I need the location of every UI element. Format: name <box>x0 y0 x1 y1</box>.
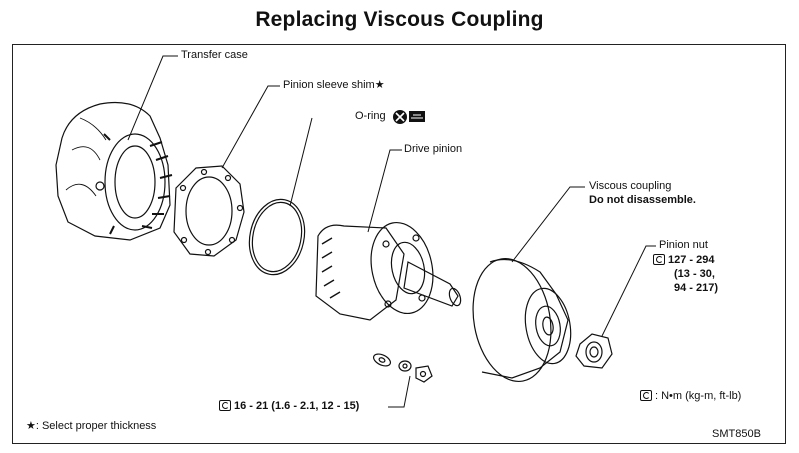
pinion-torque-value: 127 - 294 <box>668 254 715 266</box>
torque-wrench-icon <box>219 400 231 411</box>
bolt-torque-spec: 16 - 21 (1.6 - 2.1, 12 - 15) <box>219 400 359 413</box>
leader-lines <box>127 55 656 408</box>
torque-wrench-icon <box>653 254 665 265</box>
transfer-case <box>55 101 173 241</box>
pinion-torque-line-2: (13 - 30, <box>674 268 715 280</box>
diagram-frame <box>12 44 786 444</box>
o-ring <box>248 198 306 276</box>
viscous-coupling <box>472 257 572 383</box>
label-transfer-case: Transfer case <box>181 49 248 61</box>
label-pinion-sleeve-shim: Pinion sleeve shim★ <box>283 79 385 91</box>
torque-wrench-icon <box>640 390 652 401</box>
pinion-sleeve-shim <box>173 165 245 257</box>
figure-code: SMT850B <box>712 428 761 440</box>
drive-pinion <box>315 221 462 321</box>
bolt-washers <box>372 353 433 383</box>
pinion-torque-line-3: 94 - 217) <box>674 282 719 294</box>
pinion-nut <box>575 333 613 369</box>
label-viscous-note: Do not disassemble. <box>589 194 696 206</box>
bolt-torque-value: 16 - 21 (1.6 - 2.1, 12 - 15) <box>234 400 360 412</box>
label-drive-pinion: Drive pinion <box>404 143 463 155</box>
label-pinion-nut: Pinion nut <box>659 239 708 251</box>
pinion-torque-line-1: 127 - 294 <box>653 254 714 267</box>
torque-legend-text: : N•m (kg-m, ft-lb) <box>655 390 742 402</box>
diagram-title: Replacing Viscous Coupling <box>255 8 544 31</box>
grease-icon <box>409 111 425 122</box>
label-viscous-coupling: Viscous coupling <box>589 180 672 192</box>
x-in-circle-icon <box>393 110 407 124</box>
label-o-ring: O-ring <box>355 110 386 122</box>
select-thickness-note: ★: Select proper thickness <box>26 420 157 432</box>
torque-legend: : N•m (kg-m, ft-lb) <box>640 390 741 403</box>
